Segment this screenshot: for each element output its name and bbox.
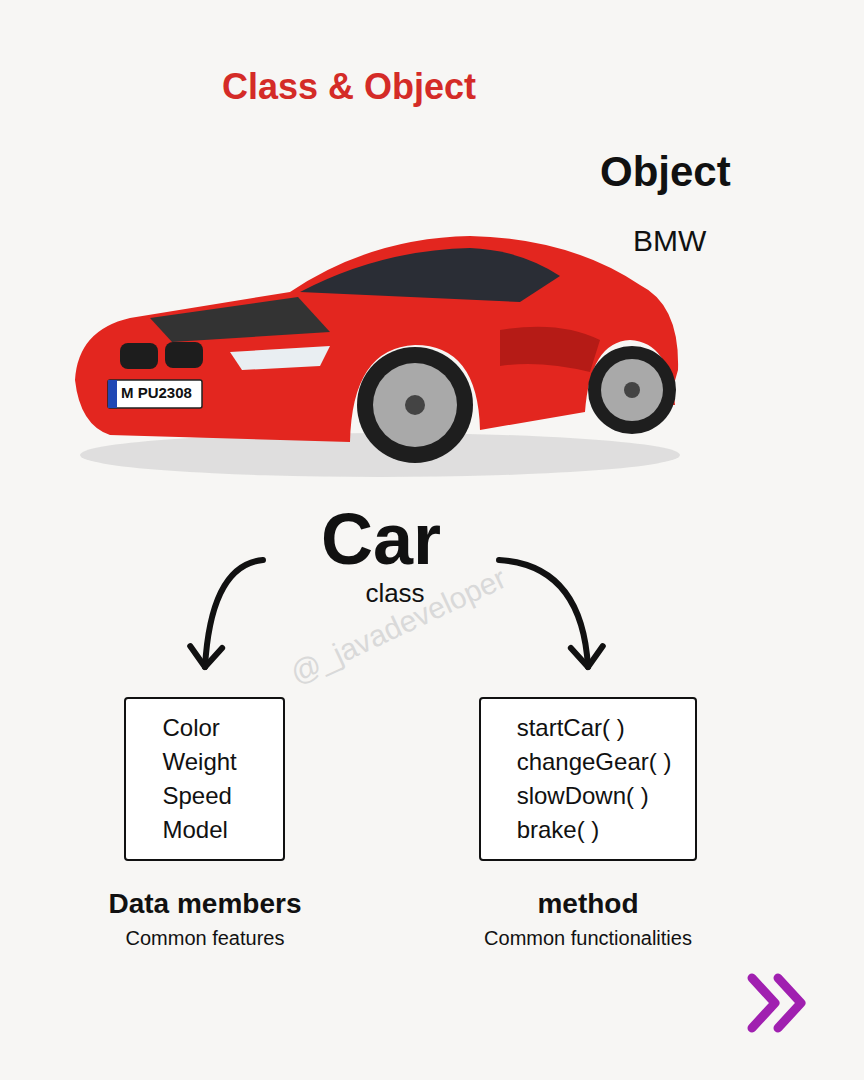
member-item: startCar( ): [517, 711, 672, 745]
member-box: startCar( )changeGear( )slowDown( )brake…: [479, 697, 698, 951]
box-caption: Common functionalities: [479, 925, 698, 951]
arrowhead: [571, 646, 603, 667]
class-subtitle: class: [349, 578, 441, 608]
member-item: slowDown( ): [517, 779, 672, 813]
member-item: Model: [162, 813, 259, 847]
member-item: Color: [162, 711, 259, 745]
member-list: startCar( )changeGear( )slowDown( )brake…: [479, 697, 698, 861]
box-caption: Common features: [109, 925, 302, 951]
arrowhead: [190, 646, 222, 667]
class-title: Car: [321, 500, 441, 578]
object-name: BMW: [633, 224, 706, 258]
box-heading: method: [479, 887, 698, 921]
curved-arrow: [190, 560, 263, 667]
object-label: Object: [600, 148, 731, 196]
class-name: Carclass: [321, 500, 441, 608]
title: Class & Object: [222, 66, 476, 108]
member-item: brake( ): [517, 813, 672, 847]
member-item: changeGear( ): [517, 745, 672, 779]
curved-arrow: [499, 560, 603, 667]
plate-number: M PU2308: [121, 384, 192, 401]
member-item: Speed: [162, 779, 259, 813]
member-item: Weight: [162, 745, 259, 779]
member-list: ColorWeightSpeedModel: [124, 697, 285, 861]
member-box: ColorWeightSpeedModelData membersCommon …: [109, 697, 302, 951]
box-heading: Data members: [109, 887, 302, 921]
